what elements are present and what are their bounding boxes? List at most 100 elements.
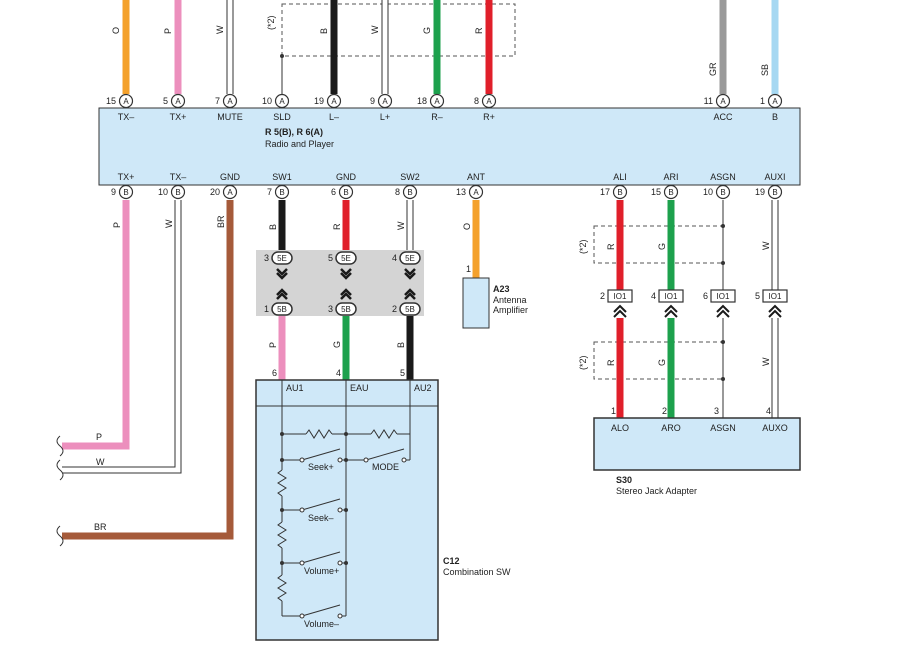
pin-connector-letter: B [407, 188, 412, 197]
wire-label: G [332, 341, 342, 348]
pin-name: B [772, 112, 778, 122]
connector-label: 5B [341, 305, 351, 314]
jack-connector-box [710, 289, 736, 303]
wire-label: G [657, 243, 667, 250]
wire-label: R [606, 243, 616, 250]
wire-label: GR [708, 62, 718, 76]
wire-label: G [422, 27, 432, 34]
left-wire-w-label: W [96, 457, 105, 467]
pin-name: ACC [713, 112, 733, 122]
switch-mode: MODE [372, 462, 399, 472]
sw-wires [278, 200, 414, 380]
jack-connector-box [607, 289, 633, 303]
comb-terminal-au1: AU1 [286, 383, 304, 393]
bottom-pins: B9TX+B10TX–A20GNDB7SW1B6GNDB8SW2A13ANTB1… [111, 172, 786, 200]
top-wire-labels: O P W B W G R GR SB [111, 25, 770, 76]
top-wires [122, 0, 779, 94]
wire-label: BR [216, 215, 226, 228]
wire-label: W [396, 221, 406, 230]
combo-name: Combination SW [443, 567, 511, 577]
pin-number: 19 [314, 96, 324, 106]
jack-terminal-name: ASGN [710, 423, 736, 433]
jack-connector-box [658, 289, 684, 303]
connector-oval [271, 302, 293, 316]
jack-connector-pin: 4 [651, 291, 656, 301]
pin-number: 13 [456, 187, 466, 197]
pin-marker [767, 184, 783, 200]
switch-seek-minus: Seek– [308, 513, 334, 523]
pin-connector-letter: A [473, 188, 479, 197]
connector-chevron-icon [404, 288, 416, 300]
pin-name: AUXI [764, 172, 785, 182]
connector-oval [335, 251, 357, 265]
pin-marker [612, 184, 628, 200]
pin-marker [429, 93, 445, 109]
shield-note-top: (*2) [266, 15, 276, 30]
antenna-name-1: Antenna [493, 295, 527, 305]
pin-marker [468, 184, 484, 200]
wire-label: G [657, 359, 667, 366]
pin-number: 11 [704, 96, 713, 106]
pin-marker [274, 93, 290, 109]
combo-id: C12 [443, 556, 460, 566]
jack-connector-pin: 6 [703, 291, 708, 301]
pin-number: 7 [267, 187, 272, 197]
switch-volume-minus: Volume– [304, 619, 339, 629]
pin-name: SW1 [272, 172, 292, 182]
pin-marker [402, 184, 418, 200]
shield-note-upper: (*2) [578, 239, 588, 254]
pin-number: 8 [395, 187, 400, 197]
junction-dots [280, 432, 348, 565]
pin-marker [222, 93, 238, 109]
pin-name: ASGN [710, 172, 736, 182]
left-wire-p-label: P [96, 432, 102, 442]
connector-pin-number: 5 [328, 253, 333, 263]
connector-label: 5B [277, 305, 287, 314]
jack-connector-label: IO1 [665, 292, 678, 301]
radio-player-box [98, 107, 801, 186]
jack-connector-pin: 2 [600, 291, 605, 301]
pin-connector-letter: A [772, 97, 778, 106]
antenna-id: A23 [493, 284, 510, 294]
pin-connector-letter: B [720, 188, 725, 197]
pin-connector-letter: A [382, 97, 388, 106]
wire-label: W [761, 241, 771, 250]
connector-chevron-icon [276, 268, 288, 280]
pin-number: 6 [331, 187, 336, 197]
pin-connector-letter: B [123, 188, 128, 197]
pin-connector-letter: B [175, 188, 180, 197]
stereo-jack-box [593, 417, 801, 471]
pin-name: L+ [380, 112, 390, 122]
pin-marker [715, 184, 731, 200]
radio-title: R 5(B), R 6(A) [265, 127, 323, 137]
wire-label: P [268, 342, 278, 348]
pin-connector-letter: A [175, 97, 181, 106]
jack-chevron-icon [768, 304, 782, 318]
pin-connector-letter: A [227, 188, 233, 197]
jack-connector-label: IO1 [614, 292, 627, 301]
jack-connector-label: IO1 [769, 292, 782, 301]
pin-name: L– [329, 112, 339, 122]
switch-contacts [299, 457, 407, 619]
pin-number: 7 [215, 96, 220, 106]
pin-marker [377, 93, 393, 109]
pin-number: 9 [370, 96, 375, 106]
jack-chevron-icon [664, 304, 678, 318]
jack-wires [616, 200, 779, 418]
top-pins: A15TX–A5TX+A7MUTEA10SLDA19L–A9L+A18R–A8R… [106, 93, 783, 122]
pin-marker [274, 184, 290, 200]
pin-marker [767, 93, 783, 109]
connector-label: 5E [277, 254, 287, 263]
switch-volume-plus: Volume+ [304, 566, 339, 576]
pin-number: 5 [163, 96, 168, 106]
jack-chevron-icon [613, 304, 627, 318]
jack-terminal-number: 2 [662, 406, 667, 416]
jack-terminal-number: 3 [714, 406, 719, 416]
pin-number: 1 [760, 96, 765, 106]
wire-label: W [370, 25, 380, 34]
connector-pin-number: 4 [392, 253, 397, 263]
connector-label: 5E [341, 254, 351, 263]
